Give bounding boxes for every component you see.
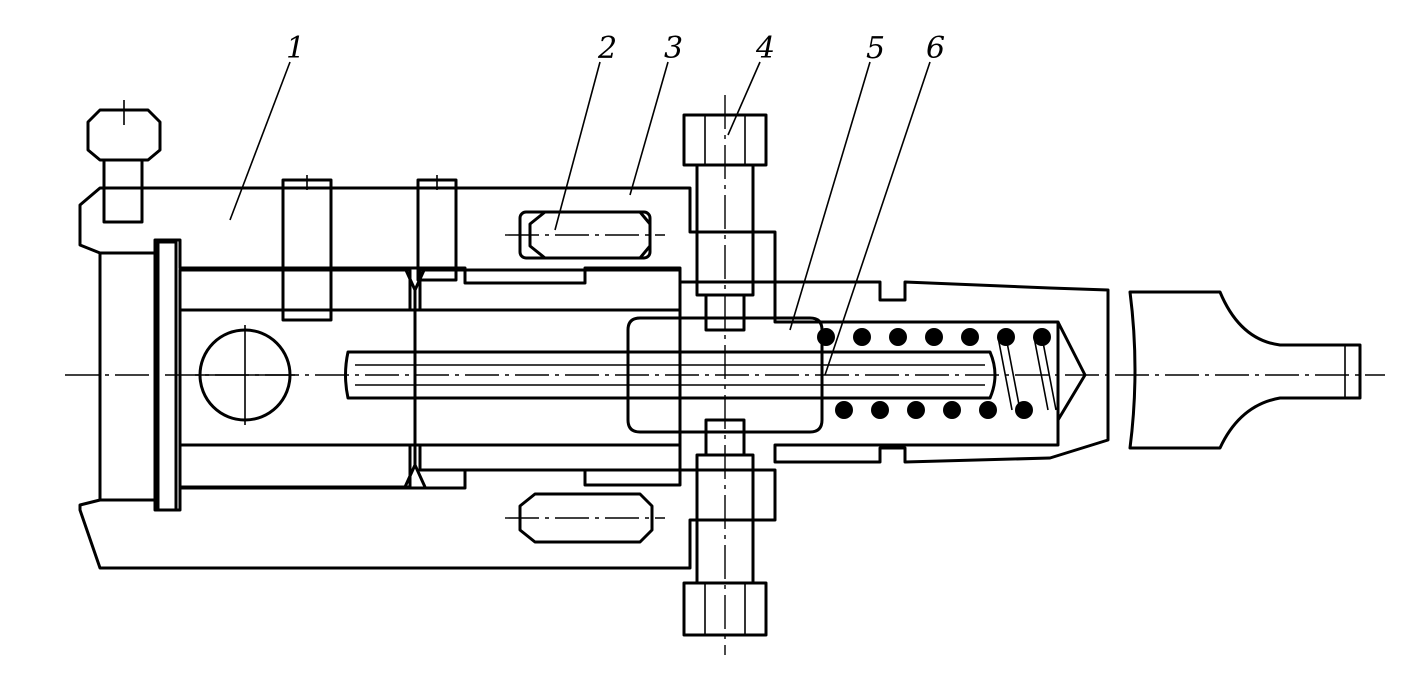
sliding-block [626,316,824,434]
retaining-ring [156,240,178,512]
knurled-screw [86,100,162,224]
callout-1: 1 [286,31,305,66]
tool-shank-end [1128,290,1362,450]
inner-sleeve-lower [178,443,412,489]
sleeve-upper-right [418,268,682,312]
sleeve-lower-right [418,443,682,472]
callout-6: 6 [926,31,945,66]
callout-3: 3 [664,31,683,66]
front-bore [98,251,157,502]
taper-shank [773,280,1110,464]
callout-5: 5 [866,31,885,66]
rod [344,350,997,400]
leader-lines [229,61,931,376]
central-bore [178,308,682,447]
callout-2: 2 [597,31,617,66]
radial-screw-1 [281,178,333,322]
callout-4: 4 [755,31,775,66]
pin-lower [505,492,665,544]
inner-sleeve-upper [178,268,412,312]
body-lower-section [78,468,777,570]
spring [817,328,1057,419]
radial-screw-2 [416,178,458,282]
pin-upper [505,210,665,260]
